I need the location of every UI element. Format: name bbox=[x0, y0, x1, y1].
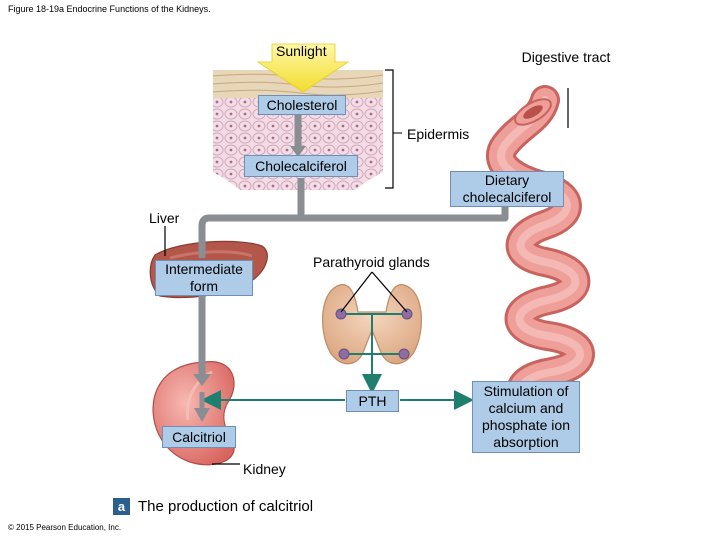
epidermis-bracket bbox=[385, 69, 394, 189]
pth-box: PTH bbox=[346, 390, 399, 412]
sunlight-beam bbox=[256, 43, 350, 93]
panel-caption: The production of calcitriol bbox=[138, 498, 314, 515]
digestive-tract-label: Digestive tract bbox=[521, 49, 611, 65]
parathyroid-pointer-lines bbox=[340, 271, 408, 313]
kidney-organ bbox=[152, 361, 235, 466]
cholesterol-box: Cholesterol bbox=[258, 95, 346, 115]
conversion-pathway bbox=[198, 115, 509, 376]
dietary-cholecalciferol-box: Dietary cholecalciferol bbox=[450, 171, 564, 207]
stimulation-box: Stimulation of calcium and phosphate ion… bbox=[472, 381, 580, 453]
panel-letter-badge: a bbox=[113, 498, 130, 515]
cholecalciferol-box: Cholecalciferol bbox=[244, 155, 358, 177]
calcitriol-box: Calcitriol bbox=[162, 426, 236, 448]
epidermis-label: Epidermis bbox=[407, 126, 470, 142]
parathyroid-glands-label: Parathyroid glands bbox=[313, 254, 430, 270]
copyright-notice: © 2015 Pearson Education, Inc. bbox=[8, 523, 122, 532]
cholesterol-to-cholecalciferol-arrowhead bbox=[290, 146, 306, 157]
liver-to-kidney-arrowhead bbox=[193, 374, 211, 386]
kidney-to-calcitriol-arrowhead bbox=[194, 408, 210, 422]
digestive-tract-organ bbox=[486, 85, 595, 425]
sunlight-label: Sunlight bbox=[276, 43, 327, 59]
figure-title: Figure 18-19a Endocrine Functions of the… bbox=[8, 4, 211, 14]
intermediate-form-box: Intermediate form bbox=[155, 260, 253, 296]
kidney-label: Kidney bbox=[243, 461, 286, 477]
liver-label: Liver bbox=[149, 210, 180, 226]
pth-collector-lines bbox=[346, 313, 402, 378]
